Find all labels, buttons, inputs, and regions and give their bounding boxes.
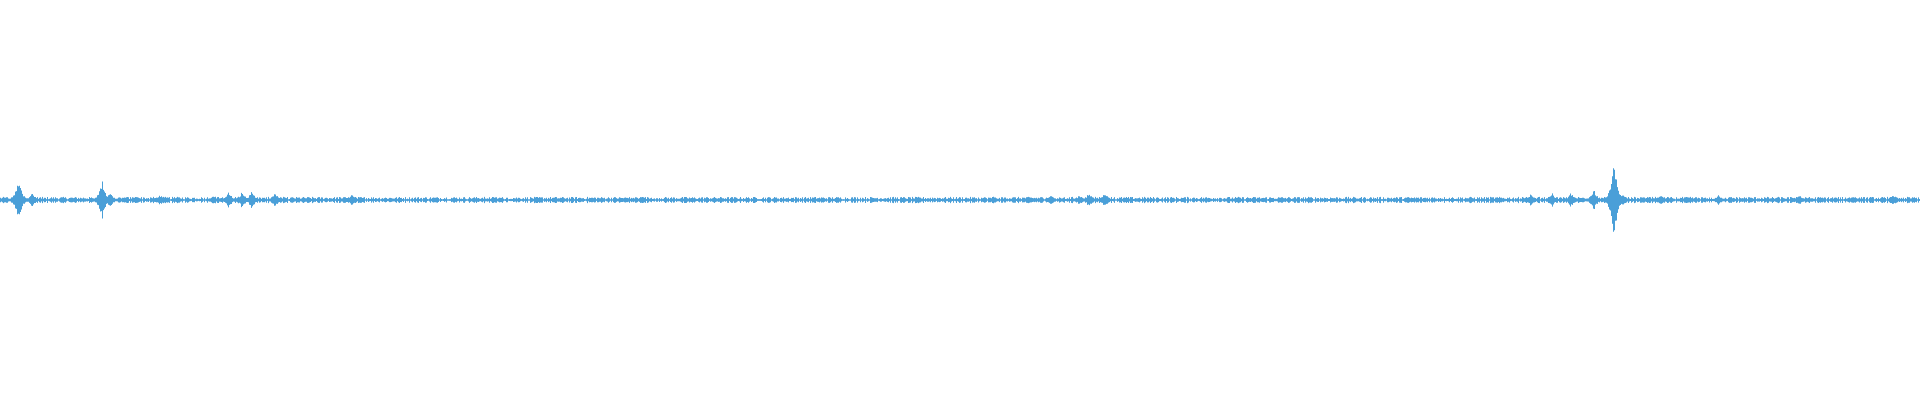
waveform-trace	[0, 168, 1920, 232]
